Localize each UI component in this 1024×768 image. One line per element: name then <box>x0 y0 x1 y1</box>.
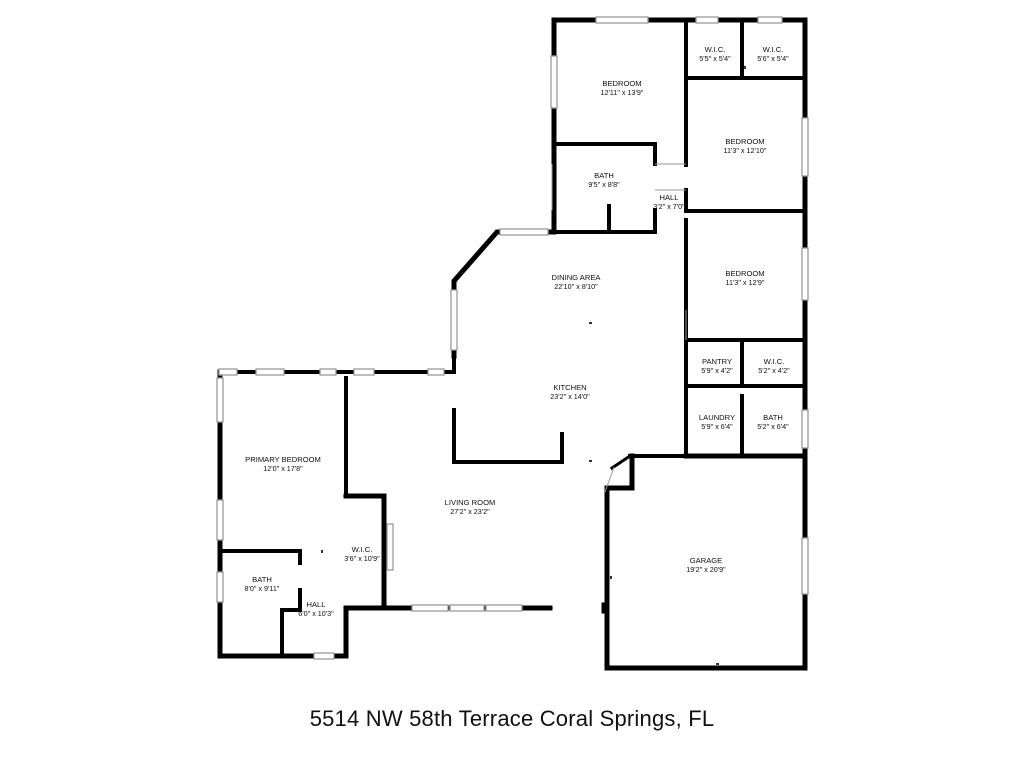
window <box>485 604 523 612</box>
wall-garage <box>604 453 808 671</box>
window <box>449 604 485 612</box>
wall-west-top <box>218 354 456 374</box>
room-name: BEDROOM <box>725 269 764 278</box>
room-name: W.I.C. <box>705 45 726 54</box>
wall-bath-a <box>552 142 657 234</box>
window <box>450 289 458 351</box>
room-dims: 6'0" x 10'3" <box>298 609 334 618</box>
room-name: W.I.C. <box>763 45 784 54</box>
window <box>411 604 449 612</box>
window <box>386 523 394 571</box>
outlet-marks <box>321 66 746 665</box>
window <box>216 571 224 603</box>
room-dims: 8'0" x 9'11" <box>245 584 280 593</box>
room-name: LAUNDRY <box>699 413 735 422</box>
window <box>216 499 224 541</box>
room-name: LIVING ROOM <box>445 498 496 507</box>
room-dims: 27'2" x 23'2" <box>450 507 490 516</box>
window <box>801 409 809 449</box>
room-name: BEDROOM <box>602 79 641 88</box>
window <box>319 368 337 376</box>
window <box>550 55 558 109</box>
window <box>255 368 285 376</box>
room-name: BEDROOM <box>725 137 764 146</box>
room-name: BATH <box>763 413 783 422</box>
room-dims: 3'6" x 10'9" <box>344 554 380 563</box>
room-name: BATH <box>594 171 614 180</box>
wall-west-wing <box>217 369 553 659</box>
window <box>313 652 335 660</box>
room-name: HALL <box>307 600 326 609</box>
room-dims: 5'6" x 5'4" <box>757 54 789 63</box>
room-name: BATH <box>252 575 272 584</box>
windows <box>216 16 809 660</box>
wall-kitchen-east <box>628 308 688 458</box>
room-dims: 12'0" x 17'8" <box>263 464 303 473</box>
room-dims: 3'2" x 7'0" <box>653 202 685 211</box>
room-dims: 9'5" x 8'8" <box>588 180 620 189</box>
window <box>427 368 445 376</box>
room-dims: 11'3" x 12'10" <box>724 146 767 155</box>
room-dims: 5'9" x 6'4" <box>701 422 733 431</box>
window <box>801 247 809 301</box>
room-dims: 5'5" x 5'4" <box>699 54 731 63</box>
room-name: KITCHEN <box>553 383 586 392</box>
wall-dining-north <box>451 229 557 359</box>
wall-bedroom-b <box>684 188 807 213</box>
wall-north-wing <box>551 17 808 459</box>
wall-garage-diag <box>609 453 633 471</box>
room-name: PANTRY <box>702 357 732 366</box>
room-dims: 5'9" x 4'2" <box>701 366 733 375</box>
room-dims: 12'11" x 13'9" <box>601 88 644 97</box>
room-labels: BEDROOM 12'11" x 13'9" W.I.C. 5'5" x 5'4… <box>245 45 791 618</box>
room-name: HALL <box>660 193 679 202</box>
room-name: DINING AREA <box>552 273 602 282</box>
window <box>695 16 719 24</box>
window <box>499 228 549 236</box>
wall-bedroom-c <box>684 218 807 388</box>
room-dims: 23'2" x 14'0" <box>550 392 590 401</box>
room-dims: 5'2" x 4'2" <box>758 366 790 375</box>
wall-kitchen-island <box>452 408 564 464</box>
window <box>801 117 809 177</box>
window <box>757 16 783 24</box>
room-name: W.I.C. <box>352 545 373 554</box>
doors <box>551 163 687 493</box>
room-dims: 19'2" x 20'9" <box>686 565 726 574</box>
window <box>353 368 375 376</box>
window <box>595 16 649 24</box>
room-dims: 11'3" x 12'9" <box>726 278 765 287</box>
room-dims: 22'10" x 8'10" <box>554 282 598 291</box>
room-name: PRIMARY BEDROOM <box>245 455 321 464</box>
wall-bath-c <box>218 549 302 658</box>
room-name: W.I.C. <box>764 357 785 366</box>
window <box>801 537 809 595</box>
room-name: GARAGE <box>690 556 723 565</box>
room-dims: 5'2" x 6'4" <box>757 422 789 431</box>
window <box>216 377 224 423</box>
wall-bedroom-closets <box>684 18 807 167</box>
window <box>218 368 238 376</box>
address-caption: 5514 NW 58th Terrace Coral Springs, FL <box>309 706 715 731</box>
